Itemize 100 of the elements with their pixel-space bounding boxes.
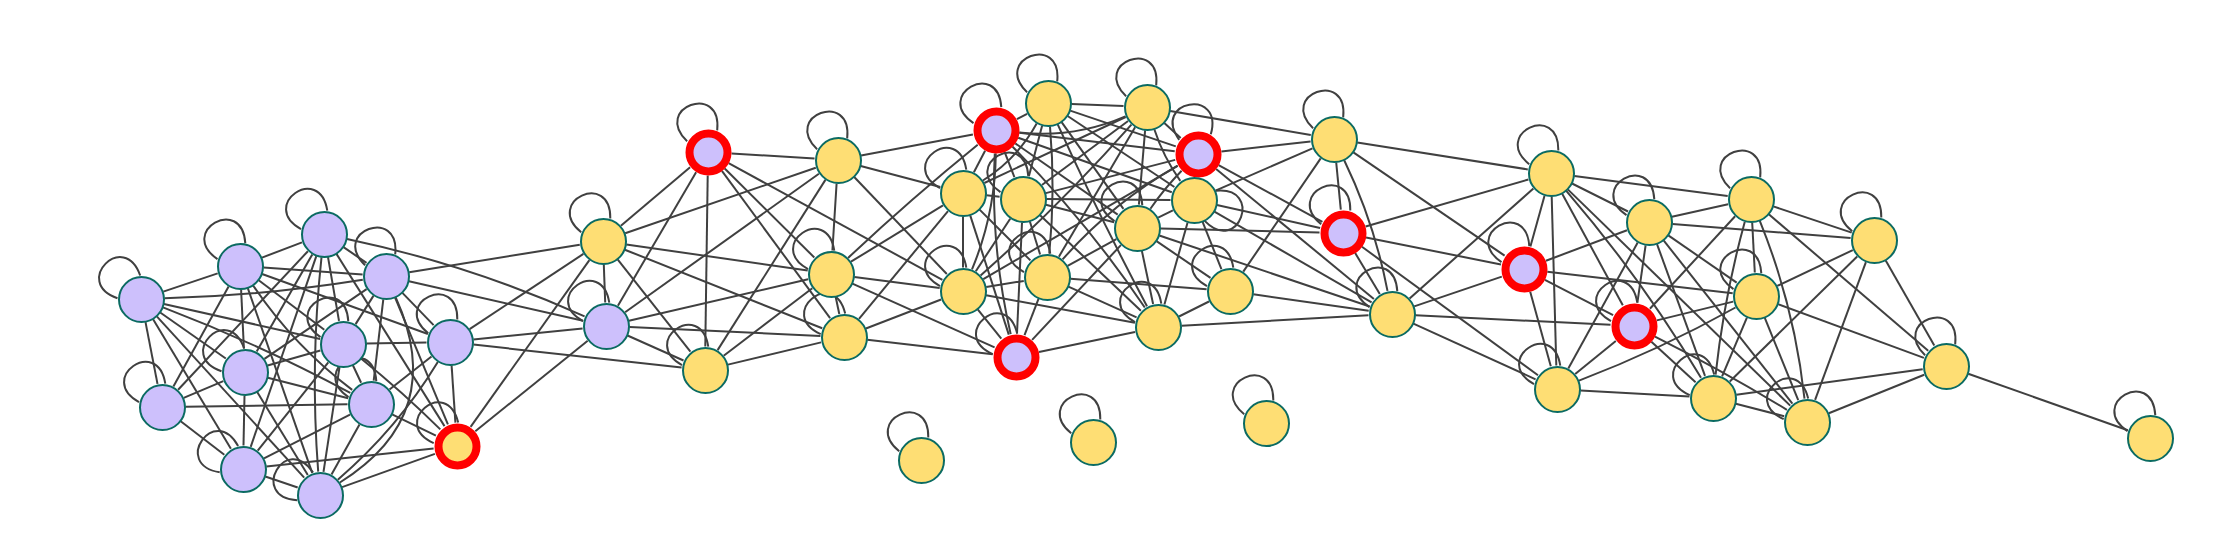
graph-node — [1732, 272, 1780, 320]
edge-line — [1650, 340, 1697, 384]
edge-line — [1656, 243, 1706, 377]
self-loop — [1308, 184, 1352, 226]
graph-node — [1134, 303, 1182, 351]
edge-line — [623, 248, 824, 330]
edge-line — [1066, 238, 1118, 267]
edge-line — [969, 214, 1010, 336]
edge-line — [1180, 314, 1370, 327]
ringed-graph-node — [972, 106, 1020, 154]
self-loop — [1595, 279, 1639, 323]
edge-line — [1157, 209, 1174, 219]
edge-line — [1721, 316, 1748, 378]
edge-line — [1178, 300, 1210, 318]
edge-line — [1213, 210, 1373, 304]
edge-line — [1158, 234, 1371, 308]
graph-node — [582, 302, 630, 350]
self-loop — [1058, 393, 1102, 435]
edge-line — [851, 282, 996, 349]
edge-line — [162, 306, 352, 394]
self-loop — [306, 296, 350, 339]
edge-line — [261, 241, 303, 259]
edge-line — [372, 298, 385, 382]
edge-line — [860, 133, 974, 157]
edge-line — [257, 279, 326, 331]
self-loop — [1203, 189, 1244, 232]
edge-line — [266, 376, 350, 400]
self-loop — [1719, 149, 1762, 190]
edge-line — [249, 255, 318, 448]
graph-node — [219, 445, 267, 493]
edge-line — [626, 334, 685, 362]
edge-line — [1574, 339, 1617, 376]
edge-line — [266, 349, 322, 367]
edge-line — [981, 122, 1038, 182]
edge-line — [1734, 402, 1786, 418]
edge-line — [727, 162, 944, 281]
edge-line — [1044, 203, 1116, 224]
edge-line — [1335, 161, 1342, 211]
graph-node — [362, 252, 410, 300]
ringed-graph-node — [992, 333, 1040, 381]
self-loop — [354, 226, 397, 267]
graph-node — [1024, 79, 1072, 127]
edge-line — [602, 263, 607, 304]
edge-line — [159, 311, 227, 360]
edge-line — [1201, 220, 1223, 271]
edge-line — [252, 284, 354, 391]
edge-line — [336, 361, 439, 481]
edge-line — [327, 256, 340, 322]
edge-line — [1163, 221, 1189, 306]
edge-line — [408, 243, 581, 274]
graph-node — [1850, 216, 1898, 264]
self-loop — [1719, 248, 1763, 291]
edge-line — [1056, 123, 1148, 308]
self-loop — [1355, 266, 1399, 309]
graph-node — [939, 267, 987, 315]
edge-line — [847, 143, 979, 259]
graph-node — [138, 383, 186, 431]
edge-line — [469, 259, 591, 428]
graph-node — [1625, 198, 1673, 246]
edge-line — [1069, 277, 1208, 291]
edge-line — [1014, 142, 1119, 216]
edge-line — [1714, 220, 1746, 376]
edge-line — [256, 361, 330, 452]
edge-line — [391, 413, 437, 437]
edge-line — [1066, 115, 1176, 188]
edge-line — [1763, 316, 1800, 402]
edge-line — [1155, 240, 1212, 279]
edge-line — [338, 296, 415, 484]
self-loop — [986, 151, 1030, 194]
edge-line — [1163, 121, 1182, 140]
graph-node — [117, 275, 165, 323]
self-loop — [1008, 230, 1052, 274]
edge-line — [263, 413, 351, 460]
self-loop — [1518, 342, 1562, 386]
graph-node — [426, 318, 474, 366]
graph-node — [579, 217, 627, 265]
edge-line — [1967, 372, 2129, 432]
edge-line — [1814, 261, 1867, 401]
graph-node — [2126, 414, 2174, 462]
self-loop — [1302, 89, 1345, 130]
self-loop — [1119, 280, 1163, 324]
graph-node — [814, 136, 862, 184]
edge-line — [627, 278, 810, 322]
edge-line — [1573, 175, 1729, 197]
edge-line — [1028, 220, 1042, 256]
graph-node — [1922, 342, 1970, 390]
edge-line — [1767, 213, 1930, 352]
edge-line — [983, 116, 1127, 184]
edge-line — [1662, 239, 1794, 405]
edge-line — [985, 194, 1001, 198]
edge-line — [1149, 169, 1183, 210]
graph-node — [319, 320, 367, 368]
edge-line — [628, 326, 822, 337]
edge-line — [1038, 330, 1136, 354]
edge-line — [354, 294, 375, 326]
edge-line — [313, 256, 323, 473]
graph-node — [1206, 267, 1254, 315]
edge-line — [144, 321, 159, 385]
graph-node — [1310, 115, 1358, 163]
edge-line — [1040, 120, 1130, 186]
